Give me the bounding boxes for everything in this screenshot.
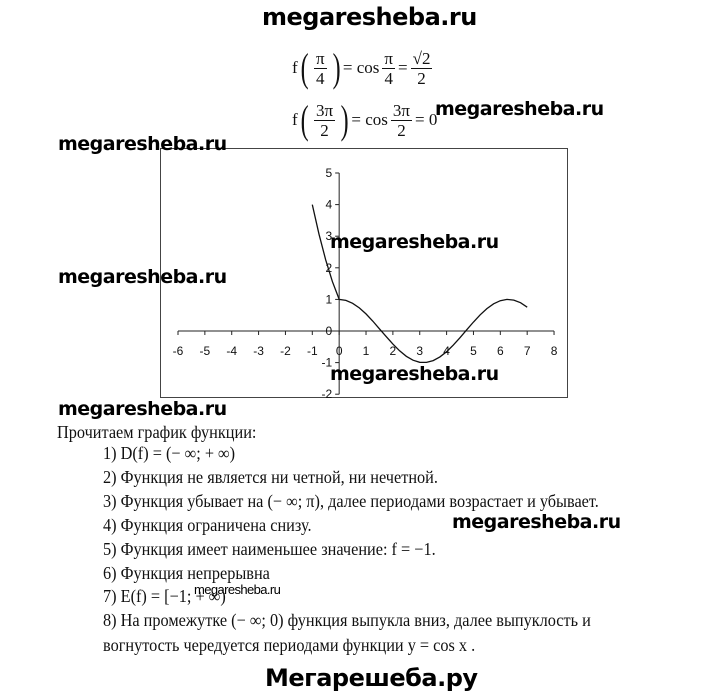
property-item: 8) На промежутке (− ∞; 0) функция выпукл…: [103, 610, 591, 631]
property-item: 5) Функция имеет наименьшее значение: f …: [103, 539, 436, 560]
watermark: megaresheba.ru: [330, 231, 499, 253]
cos-den: 2: [397, 120, 406, 140]
property-item: 7) E(f) = [−1; + ∞): [103, 586, 226, 607]
cos-num: π: [382, 48, 396, 69]
intro-text: Прочитаем график функции:: [57, 422, 257, 442]
item-text: На промежутке (− ∞; 0) функция выпукла в…: [120, 610, 591, 630]
watermark: megaresheba.ru: [330, 363, 499, 385]
arg-den: 2: [320, 120, 329, 140]
x-tick-label: 8: [551, 344, 558, 358]
res-num: √2: [410, 48, 433, 69]
func-name: f: [292, 110, 298, 129]
item-text: D(f) = (− ∞; + ∞): [120, 443, 236, 463]
eq-cos: = cos: [351, 110, 388, 129]
y-tick-label: -2: [321, 387, 332, 399]
x-tick-label: -3: [253, 344, 264, 358]
watermark: megaresheba.ru: [58, 398, 227, 420]
item-number: 7): [103, 586, 117, 606]
item-text: Функция убывает на (− ∞; π), далее перио…: [120, 491, 599, 511]
watermark-small: megaresheba.ru: [194, 582, 281, 597]
watermark-top: megaresheba.ru: [262, 3, 477, 31]
x-tick-label: 5: [470, 344, 477, 358]
property-item: 3) Функция убывает на (− ∞; π), далее пе…: [103, 491, 599, 512]
cos-num: 3π: [390, 100, 413, 121]
x-tick-label: -1: [307, 344, 318, 358]
x-tick-label: 7: [524, 344, 531, 358]
item-text: Функция имеет наименьшее значение: f = −…: [120, 539, 436, 559]
item-text: E(f) = [−1; + ∞): [120, 586, 226, 606]
watermark: megaresheba.ru: [58, 266, 227, 288]
x-tick-label: -4: [226, 344, 237, 358]
x-tick-label: 2: [390, 344, 397, 358]
watermark-bottom: Мегарешеба.ру: [265, 664, 478, 692]
item-number: 4): [103, 515, 117, 535]
item-number: 1): [103, 443, 117, 463]
res-den: 2: [417, 68, 426, 88]
item-number: 5): [103, 539, 117, 559]
eq-cos: = cos: [342, 58, 380, 77]
y-tick-label: 3: [325, 229, 332, 243]
func-name: f: [292, 58, 298, 77]
y-tick-label: 0: [325, 324, 332, 338]
item-text: вогнутость чередуется периодами функции …: [103, 635, 476, 655]
item-number: 3): [103, 491, 117, 511]
y-tick-label: 5: [325, 166, 332, 180]
x-tick-label: 3: [416, 344, 423, 358]
property-item: 1) D(f) = (− ∞; + ∞): [103, 443, 235, 464]
x-tick-label: 0: [336, 344, 343, 358]
property-item: 2) Функция не является ни четной, ни неч…: [103, 467, 438, 488]
eq-zero: = 0: [415, 110, 438, 129]
item-number: 2): [103, 467, 117, 487]
function-curve: [311, 204, 528, 364]
y-tick-label: 4: [325, 198, 332, 212]
item-text: Функция непрерывна: [120, 563, 270, 583]
cos-den: 4: [384, 68, 393, 88]
x-tick-label: -2: [280, 344, 291, 358]
property-item: 6) Функция непрерывна: [103, 563, 270, 584]
arg-num: 3π: [314, 100, 336, 121]
item-text: Функция ограничена снизу.: [120, 515, 312, 535]
x-tick-label: -5: [200, 344, 211, 358]
x-tick-label: 1: [363, 344, 370, 358]
item-text: Функция не является ни четной, ни нечетн…: [120, 467, 438, 487]
eq: =: [398, 58, 408, 77]
watermark: megaresheba.ru: [58, 133, 227, 155]
watermark: megaresheba.ru: [452, 511, 621, 533]
arg-num: π: [314, 48, 327, 69]
property-item: вогнутость чередуется периодами функции …: [103, 635, 475, 656]
item-number: 6): [103, 563, 117, 583]
watermark: megaresheba.ru: [435, 98, 604, 120]
y-tick-label: 2: [325, 261, 332, 275]
property-item: 4) Функция ограничена снизу.: [103, 515, 312, 536]
y-tick-label: 1: [325, 292, 332, 306]
item-number: 8): [103, 610, 117, 630]
y-tick-label: -1: [321, 356, 332, 370]
x-tick-label: -6: [173, 344, 184, 358]
x-tick-label: 6: [497, 344, 504, 358]
arg-den: 4: [316, 68, 325, 88]
